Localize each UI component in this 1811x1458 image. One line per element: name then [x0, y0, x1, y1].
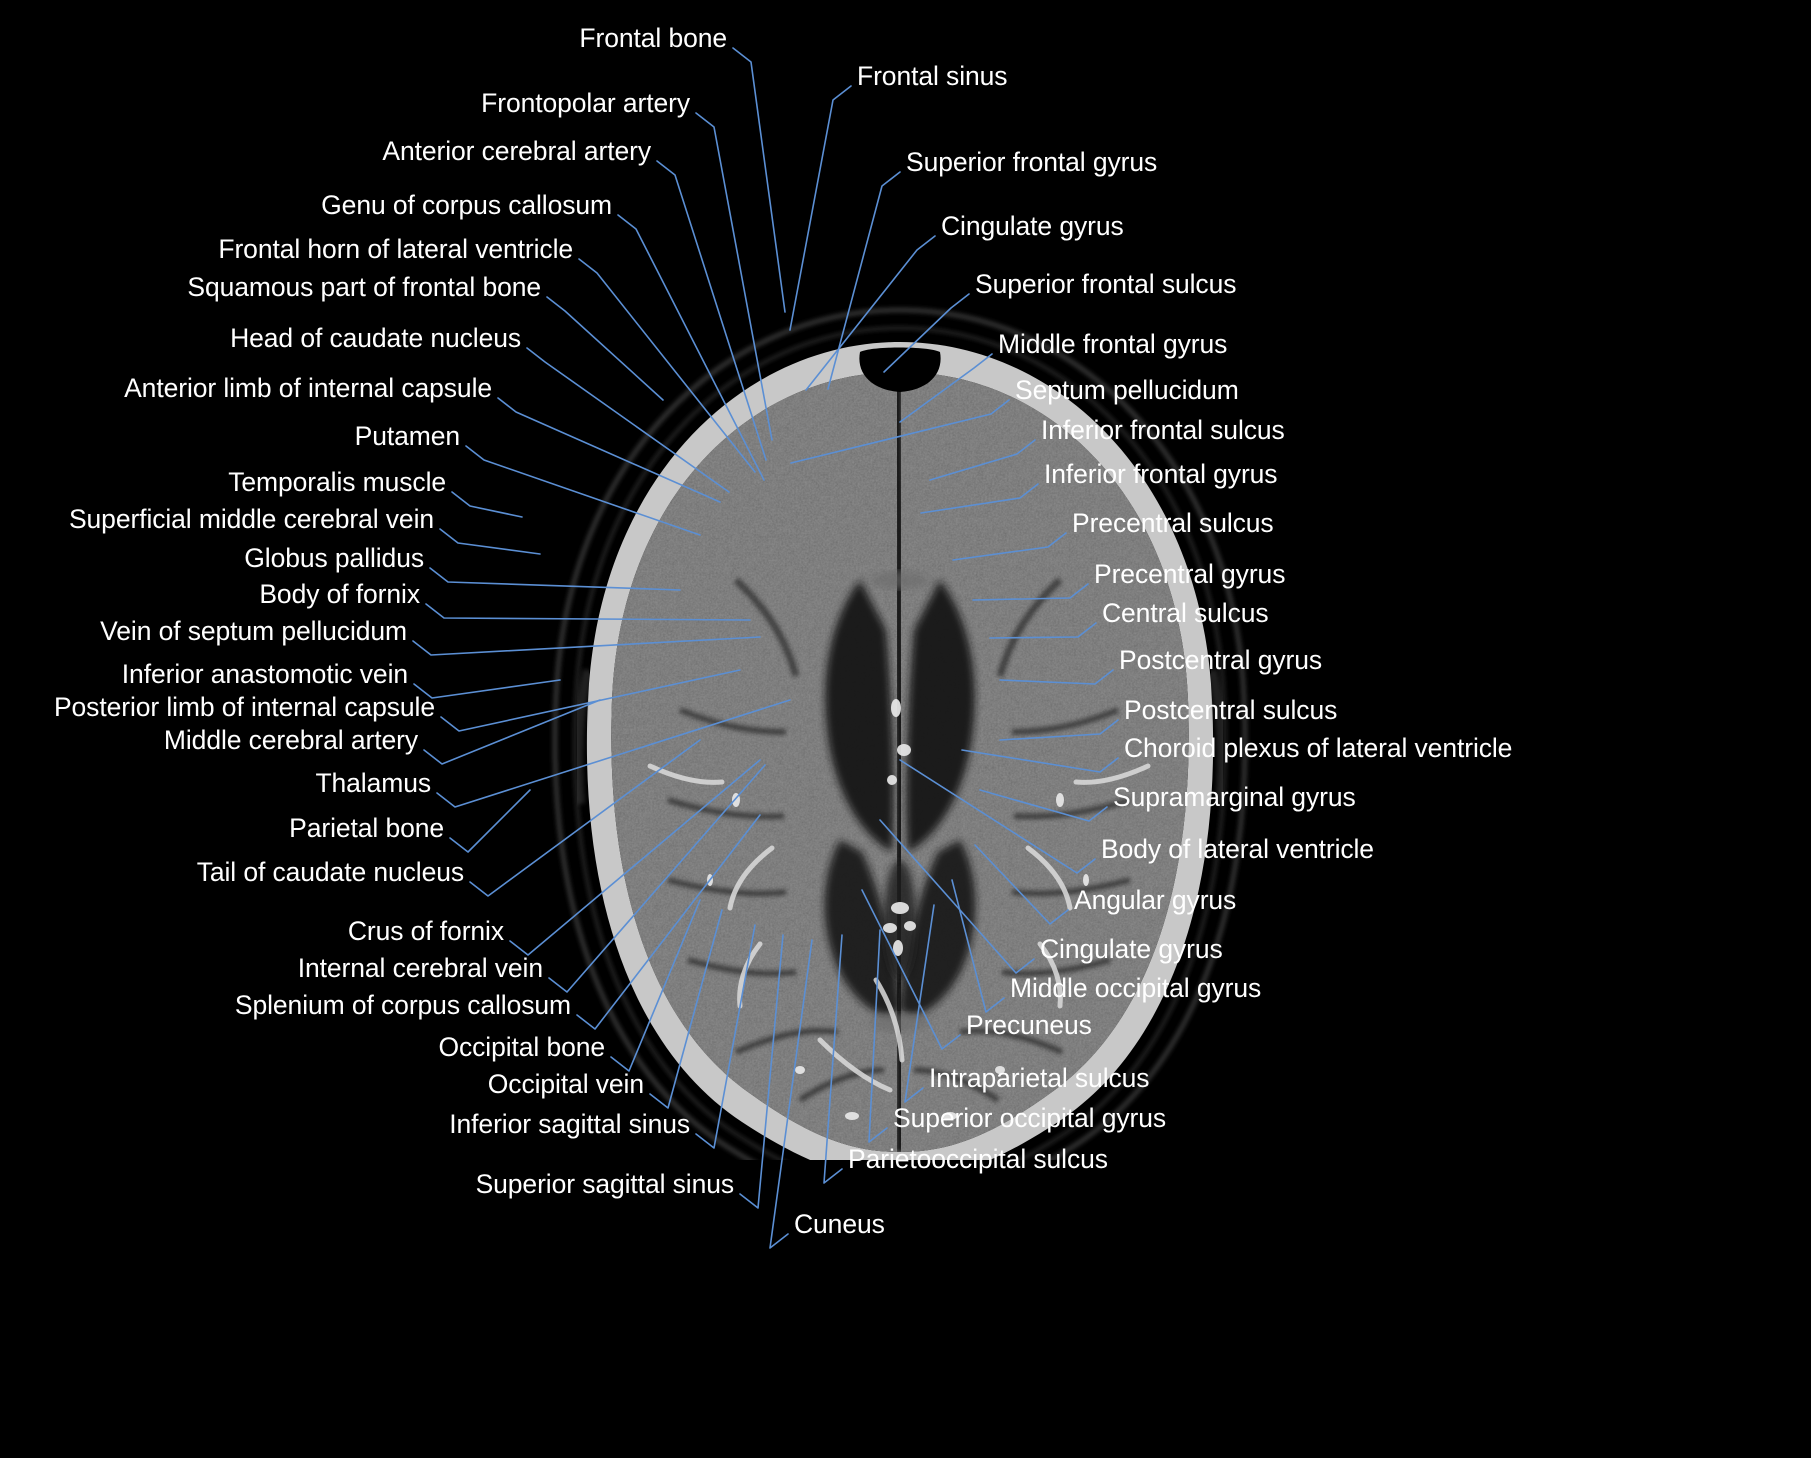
label-anterior-limb-of-internal-capsule: Anterior limb of internal capsule	[124, 373, 492, 403]
label-crus-of-fornix: Crus of fornix	[347, 916, 504, 946]
leader-frontal-bone	[732, 47, 786, 313]
label-cuneus: Cuneus	[794, 1209, 885, 1239]
label-middle-cerebral-artery: Middle cerebral artery	[163, 725, 418, 755]
label-precentral-sulcus: Precentral sulcus	[1072, 508, 1274, 538]
label-inferior-anastomotic-vein: Inferior anastomotic vein	[121, 659, 408, 689]
label-precuneus: Precuneus	[966, 1010, 1092, 1040]
label-inferior-frontal-sulcus: Inferior frontal sulcus	[1041, 415, 1285, 445]
label-body-of-fornix: Body of fornix	[259, 579, 420, 609]
label-superior-sagittal-sinus: Superior sagittal sinus	[475, 1169, 735, 1199]
label-septum-pellucidum: Septum pellucidum	[1015, 375, 1239, 405]
label-tail-of-caudate-nucleus: Tail of caudate nucleus	[196, 857, 464, 887]
label-postcentral-gyrus: Postcentral gyrus	[1119, 645, 1323, 675]
label-precentral-gyrus: Precentral gyrus	[1094, 559, 1286, 589]
label-parietal-bone: Parietal bone	[289, 813, 444, 843]
label-superior-frontal-gyrus: Superior frontal gyrus	[906, 147, 1158, 177]
label-cingulate-gyrus-posterior: Cingulate gyrus	[1040, 934, 1223, 964]
label-parietooccipital-sulcus: Parietooccipital sulcus	[848, 1144, 1108, 1174]
label-superior-occipital-gyrus: Superior occipital gyrus	[893, 1103, 1167, 1133]
label-internal-cerebral-vein: Internal cerebral vein	[297, 953, 543, 983]
label-inferior-frontal-gyrus: Inferior frontal gyrus	[1044, 459, 1278, 489]
label-cingulate-gyrus-anterior: Cingulate gyrus	[941, 211, 1124, 241]
label-middle-frontal-gyrus: Middle frontal gyrus	[998, 329, 1228, 359]
label-angular-gyrus: Angular gyrus	[1074, 885, 1237, 915]
label-body-of-lateral-ventricle: Body of lateral ventricle	[1101, 834, 1374, 864]
label-frontal-sinus: Frontal sinus	[857, 61, 1008, 91]
label-intraparietal-sulcus: Intraparietal sulcus	[929, 1063, 1150, 1093]
label-middle-occipital-gyrus: Middle occipital gyrus	[1010, 973, 1262, 1003]
label-globus-pallidus: Globus pallidus	[244, 543, 424, 573]
label-anterior-cerebral-artery: Anterior cerebral artery	[382, 136, 651, 166]
label-central-sulcus: Central sulcus	[1102, 598, 1269, 628]
label-occipital-bone: Occipital bone	[438, 1032, 605, 1062]
label-genu-of-corpus-callosum: Genu of corpus callosum	[321, 190, 612, 220]
label-inferior-sagittal-sinus: Inferior sagittal sinus	[449, 1109, 690, 1139]
label-choroid-plexus-of-lateral-ventricle: Choroid plexus of lateral ventricle	[1124, 733, 1513, 763]
label-occipital-vein: Occipital vein	[487, 1069, 644, 1099]
label-splenium-of-corpus-callosum: Splenium of corpus callosum	[234, 990, 571, 1020]
label-frontal-horn-of-lateral-ventricle: Frontal horn of lateral ventricle	[218, 234, 573, 264]
label-putamen: Putamen	[354, 421, 460, 451]
label-supramarginal-gyrus: Supramarginal gyrus	[1113, 782, 1356, 812]
label-head-of-caudate-nucleus: Head of caudate nucleus	[230, 323, 521, 353]
label-posterior-limb-of-internal-capsule: Posterior limb of internal capsule	[53, 692, 435, 722]
label-superficial-middle-cerebral-vein: Superficial middle cerebral vein	[68, 504, 434, 534]
label-postcentral-sulcus: Postcentral sulcus	[1124, 695, 1338, 725]
label-vein-of-septum-pellucidum: Vein of septum pellucidum	[100, 616, 407, 646]
label-squamous-part-of-frontal-bone: Squamous part of frontal bone	[187, 272, 541, 302]
label-thalamus: Thalamus	[315, 768, 431, 798]
label-frontal-bone: Frontal bone	[579, 23, 727, 53]
label-frontopolar-artery: Frontopolar artery	[481, 88, 690, 118]
label-temporalis-muscle: Temporalis muscle	[228, 467, 446, 497]
label-superior-frontal-sulcus: Superior frontal sulcus	[975, 269, 1237, 299]
